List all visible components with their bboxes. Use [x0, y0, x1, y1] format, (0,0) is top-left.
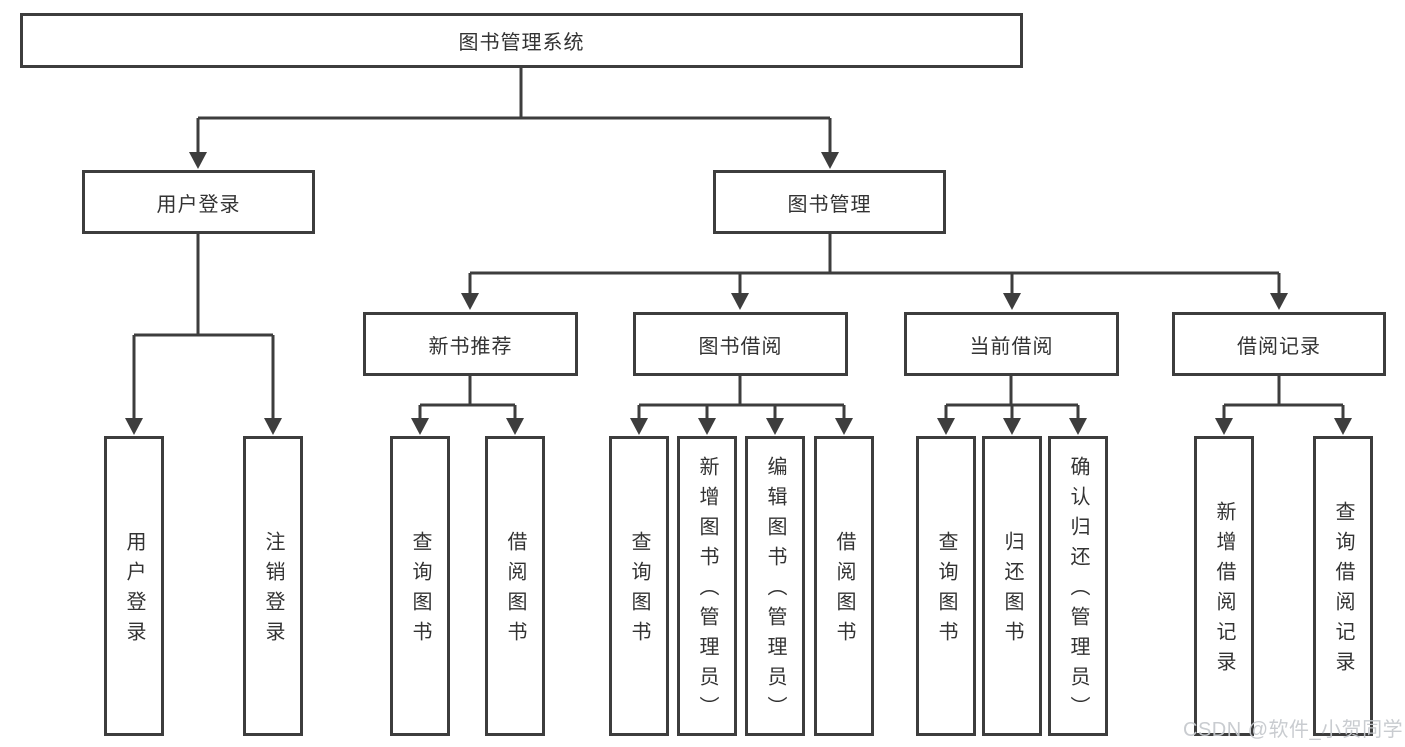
node-label: 图书借阅 — [698, 335, 783, 358]
arrow-down-icon — [630, 418, 648, 435]
leaf-add-borrow-record: 新增借阅记录 — [1194, 436, 1254, 736]
node-label: 归还图书 — [1001, 531, 1023, 651]
arrow-down-icon — [264, 418, 282, 435]
arrow-down-icon — [1215, 418, 1233, 435]
node-label: 查询图书 — [409, 531, 431, 651]
node-label: 新增图书（管理员） — [696, 456, 718, 726]
node-new-book-recommend: 新书推荐 — [363, 312, 578, 376]
node-label: 图书管理系统 — [458, 32, 585, 54]
node-root-library-management-system: 图书管理系统 — [20, 13, 1023, 68]
leaf-return-books: 归还图书 — [982, 436, 1042, 736]
node-label: 图书管理 — [787, 193, 872, 216]
arrow-down-icon — [698, 418, 716, 435]
node-label: 当前借阅 — [969, 335, 1054, 358]
edge-user-login-to-leaves — [132, 233, 275, 419]
arrow-down-icon — [411, 418, 429, 435]
leaf-query-books-borrowing: 查询图书 — [609, 436, 669, 736]
node-label: 编辑图书（管理员） — [764, 456, 786, 726]
node-label: 新增借阅记录 — [1213, 501, 1235, 681]
arrow-down-icon — [821, 152, 839, 169]
node-user-login: 用户登录 — [82, 170, 315, 234]
node-label: 查询借阅记录 — [1332, 501, 1354, 681]
edge-book-management-to-level3 — [468, 234, 1281, 294]
edge-root-to-level2 — [196, 68, 832, 153]
arrow-down-icon — [1003, 293, 1021, 310]
leaf-confirm-return-admin: 确认归还（管理员） — [1048, 436, 1108, 736]
arrow-down-icon — [731, 293, 749, 310]
arrow-down-icon — [125, 418, 143, 435]
node-label: 确认归还（管理员） — [1067, 456, 1089, 726]
node-book-borrowing: 图书借阅 — [633, 312, 848, 376]
edge-current-borrowing-to-leaves — [944, 376, 1080, 419]
node-label: 用户登录 — [156, 193, 241, 216]
node-label: 用户登录 — [123, 531, 145, 651]
leaf-borrow-books-borrowing: 借阅图书 — [814, 436, 874, 736]
leaf-borrow-books-recommend: 借阅图书 — [485, 436, 545, 736]
node-label: 注销登录 — [262, 531, 284, 651]
arrow-down-icon — [937, 418, 955, 435]
arrow-down-icon — [1334, 418, 1352, 435]
arrowheads — [125, 152, 1352, 435]
leaf-logout: 注销登录 — [243, 436, 303, 736]
node-label: 借阅图书 — [833, 531, 855, 651]
edge-book-borrowing-to-leaves — [637, 376, 846, 419]
arrow-down-icon — [835, 418, 853, 435]
csdn-watermark: CSDN @软件_小贺同学 — [1183, 719, 1404, 741]
node-borrowing-records: 借阅记录 — [1172, 312, 1386, 376]
edge-new-book-recommend-to-leaves — [418, 376, 517, 419]
edge-borrowing-records-to-leaves — [1222, 376, 1345, 419]
leaf-edit-books-admin: 编辑图书（管理员） — [745, 436, 805, 736]
arrow-down-icon — [189, 152, 207, 169]
arrow-down-icon — [1069, 418, 1087, 435]
node-label: 新书推荐 — [428, 335, 513, 358]
arrow-down-icon — [766, 418, 784, 435]
node-current-borrowing: 当前借阅 — [904, 312, 1119, 376]
leaf-add-books-admin: 新增图书（管理员） — [677, 436, 737, 736]
node-label: 查询图书 — [628, 531, 650, 651]
node-book-management: 图书管理 — [713, 170, 946, 234]
node-label: 查询图书 — [935, 531, 957, 651]
leaf-query-books-current: 查询图书 — [916, 436, 976, 736]
arrow-down-icon — [461, 293, 479, 310]
node-label: 借阅图书 — [504, 531, 526, 651]
arrow-down-icon — [506, 418, 524, 435]
leaf-query-books-recommend: 查询图书 — [390, 436, 450, 736]
node-label: 借阅记录 — [1237, 335, 1321, 358]
leaf-user-login: 用户登录 — [104, 436, 164, 736]
arrow-down-icon — [1270, 293, 1288, 310]
arrow-down-icon — [1003, 418, 1021, 435]
leaf-query-borrow-record: 查询借阅记录 — [1313, 436, 1373, 736]
